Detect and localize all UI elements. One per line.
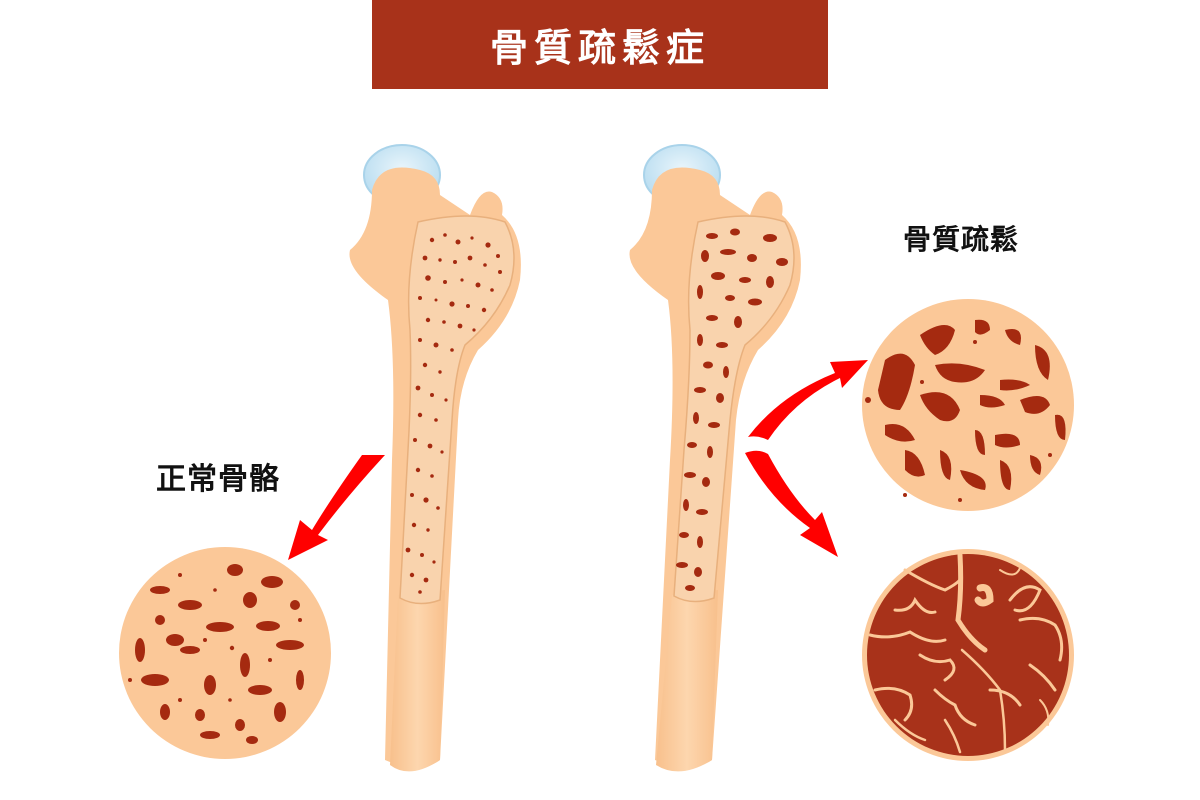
normal-bone-label: 正常骨骼	[156, 462, 280, 497]
arrows	[288, 360, 868, 560]
arrow-to-osteoporosis	[748, 360, 868, 440]
severe-osteoporosis-cross-section	[862, 549, 1074, 761]
osteoporotic-femur	[629, 144, 801, 772]
normal-femur	[349, 144, 521, 772]
marrow-region	[399, 215, 515, 605]
normal-cross-section	[119, 547, 331, 759]
arrow-to-normal	[288, 455, 385, 560]
osteoporosis-cross-section	[862, 299, 1074, 511]
marrow-region	[673, 215, 795, 603]
osteoporosis-label: 骨質疏鬆	[903, 223, 1020, 256]
page-title: 骨質疏鬆症	[489, 26, 710, 70]
title-banner: 骨質疏鬆症	[372, 0, 828, 89]
arrow-to-severe	[745, 450, 838, 557]
